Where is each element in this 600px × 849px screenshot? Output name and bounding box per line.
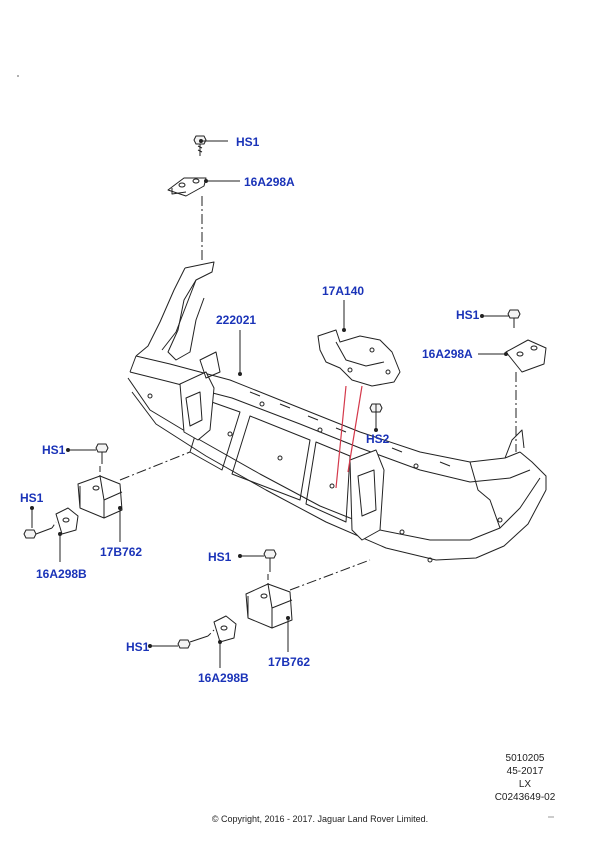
- callout-16a298a-top: 16A298A: [244, 175, 295, 189]
- callout-hs1-mid-upper: HS1: [208, 550, 232, 564]
- callout-hs1-mid-lower: HS1: [126, 640, 150, 654]
- bracket-16a298a-top: [167, 177, 240, 197]
- bolt-hs1-mid-lower: [148, 629, 215, 649]
- illustration-code-1: 5010205: [505, 753, 545, 764]
- bolt-hs1-mid-upper: [238, 549, 277, 572]
- callout-hs1-left-lower: HS1: [20, 491, 44, 505]
- front-end-carrier-222021: [127, 261, 547, 563]
- callout-222021: 222021: [216, 313, 257, 327]
- bracket-17b762-mid: [245, 583, 293, 652]
- bracket-17a140: [317, 300, 401, 387]
- callout-16a298a-right: 16A298A: [422, 347, 473, 361]
- callout-hs1-top: HS1: [236, 135, 260, 149]
- callout-hs1-left-upper: HS1: [42, 443, 66, 457]
- illustration-codes: 5010205 45-2017 LX C0243649-02: [480, 752, 570, 804]
- bracket-16a298b-mid: [213, 615, 237, 668]
- bolt-hs1-left-upper: [66, 443, 109, 464]
- copyright-notice: © Copyright, 2016 - 2017. Jaguar Land Ro…: [211, 814, 429, 824]
- bracket-16a298a-right: [478, 339, 547, 373]
- callout-17b762-mid: 17B762: [268, 655, 311, 669]
- callout-hs2: HS2: [366, 432, 390, 446]
- callout-16a298b-mid: 16A298B: [198, 671, 249, 685]
- bracket-16a298b-left: [55, 507, 79, 562]
- illustration-code-2: 45-2017: [506, 766, 544, 777]
- callout-16a298b-left: 16A298B: [36, 567, 87, 581]
- bolt-hs1-left-lower: [23, 506, 57, 539]
- callout-hs1-right: HS1: [456, 308, 480, 322]
- callout-17b762-left: 17B762: [100, 545, 143, 559]
- illustration-code-4: C0243649-02: [494, 792, 556, 803]
- screw-hs2: [369, 403, 383, 432]
- callout-17a140: 17A140: [322, 284, 365, 298]
- bolt-hs1-top: [193, 135, 228, 156]
- bolt-hs1-right: [480, 309, 521, 328]
- illustration-code-3: LX: [518, 779, 532, 790]
- bracket-17b762-left: [77, 475, 123, 542]
